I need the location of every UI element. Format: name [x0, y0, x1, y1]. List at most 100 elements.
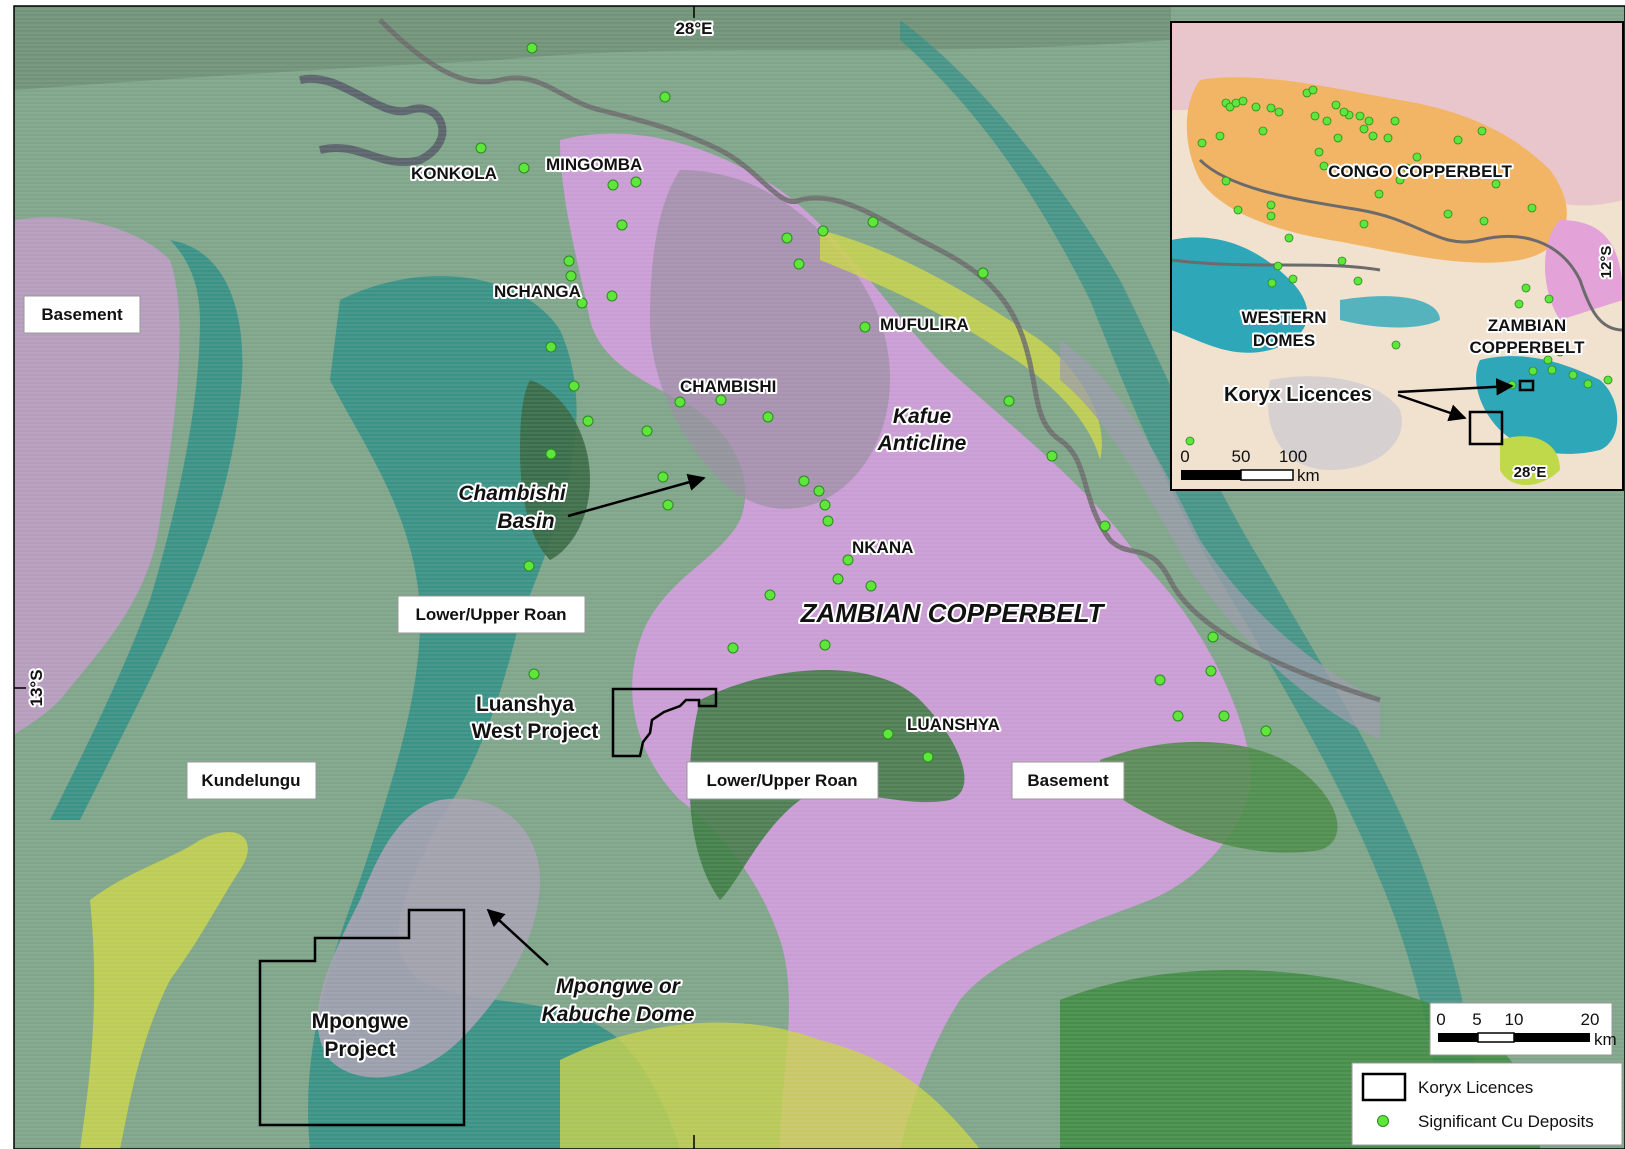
inset-cu-deposit-dot [1251, 102, 1261, 112]
inset-cu-deposit-dot [1528, 366, 1538, 376]
label-mufulira: MUFULIRA [880, 315, 969, 334]
label-mingomba: MINGOMBA [546, 155, 642, 174]
cu-deposit-dot [764, 589, 776, 601]
inset-cu-deposit-dot [1603, 375, 1613, 385]
inset-cu-deposit-dot [1547, 365, 1557, 375]
inset-cu-deposit-dot [1390, 116, 1400, 126]
inset-cu-deposit-dot [1288, 274, 1298, 284]
inset-cu-deposit-dot [1266, 200, 1276, 210]
chambishi-basin-arrow [567, 473, 706, 518]
inset-cu-deposit-dot [1359, 219, 1369, 229]
inset-cu-deposit-dot [1337, 256, 1347, 266]
inset-label-zambian-2: COPPERBELT [1470, 338, 1586, 357]
cu-deposit-dot [859, 321, 871, 333]
cu-deposit-dot [1260, 725, 1272, 737]
inset-cu-deposit-dot [1197, 138, 1207, 148]
label-mpongwe-dome-2: Kabuche Dome [542, 1003, 695, 1026]
label-konkola: KONKOLA [411, 164, 497, 183]
cu-deposit-dot [817, 225, 829, 237]
legend: Koryx Licences Significant Cu Deposits [1351, 1062, 1623, 1146]
inset-cu-deposit-dot [1364, 116, 1374, 126]
geology-box-labels: Basement Lower/Upper Roan Kundelungu Low… [23, 295, 1125, 800]
cu-deposit-dot [922, 751, 934, 763]
inset-cu-deposit-dot [1274, 107, 1284, 117]
cu-deposit-dot [662, 499, 674, 511]
inset-cu-deposit-dot [1391, 340, 1401, 350]
cu-deposit-dot [1218, 710, 1230, 722]
cu-deposit-dot [523, 560, 535, 572]
inset-cu-deposit-dot [1583, 379, 1593, 389]
label-zambian-copperbelt: ZAMBIAN COPPERBELT [800, 598, 1106, 628]
inset-cu-deposit-dot [1383, 133, 1393, 143]
label-nkana: NKANA [852, 538, 913, 557]
svg-text:Basement: Basement [41, 305, 123, 324]
cu-deposit-dot [793, 258, 805, 270]
box-basement-se: Basement [1011, 761, 1125, 800]
svg-text:km: km [1594, 1030, 1617, 1049]
legend-licence-label: Koryx Licences [1418, 1078, 1533, 1097]
cu-deposit-dot [674, 396, 686, 408]
cu-deposit-dot [1046, 450, 1058, 462]
inset-cu-deposit-dot [1568, 370, 1578, 380]
mpongwe-dome-arrow [486, 908, 549, 966]
inset-cu-deposit-dot [1479, 216, 1489, 226]
inset-cu-deposit-dot [1319, 161, 1329, 171]
inset-cu-deposit-dot [1322, 116, 1332, 126]
inset-cu-deposit-dot [1308, 85, 1318, 95]
inset-cu-deposit-dot [1221, 176, 1231, 186]
longitude-label: 28°E [675, 19, 712, 38]
cu-deposit-dot [715, 394, 727, 406]
svg-text:5: 5 [1472, 1010, 1481, 1029]
label-luanshya: LUANSHYA [907, 715, 1000, 734]
cu-deposit-dot [565, 270, 577, 282]
svg-text:km: km [1297, 466, 1320, 485]
label-mpongwe-dome-1: Mpongwe or [556, 975, 681, 998]
cu-deposit-dot [659, 91, 671, 103]
box-basement-nw: Basement [23, 295, 141, 334]
luanshya-west-licence [611, 687, 718, 758]
label-kafue-2: Anticline [877, 432, 967, 455]
inset-arrow-lower [1397, 393, 1467, 422]
cu-deposit-dot [1205, 665, 1217, 677]
cu-deposit-dot [616, 219, 628, 231]
label-chambishi-basin-1: Chambishi [458, 482, 567, 505]
inset-cu-deposit-dot [1355, 111, 1365, 121]
inset-scalebar: 0 50 100 km [1180, 447, 1319, 485]
label-mpongwe-project-1: Mpongwe [312, 1010, 409, 1033]
inset-map: CONGO COPPERBELT WESTERN DOMES ZAMBIAN C… [1170, 21, 1624, 491]
cu-deposit-dot [819, 639, 831, 651]
cu-deposit-dot [882, 728, 894, 740]
label-chambishi-basin-2: Basin [497, 510, 554, 533]
cu-deposit-dot [568, 380, 580, 392]
inset-cu-deposit-dot [1555, 347, 1565, 357]
inset-label-lat: 12°S [1598, 246, 1615, 279]
box-lower-upper-roan-1: Lower/Upper Roan [397, 595, 586, 634]
mpongwe-licence [258, 908, 466, 1127]
label-chambishi: CHAMBISHI [680, 377, 776, 396]
inset-cu-deposit-dot [1333, 133, 1343, 143]
cu-deposit-dot [727, 642, 739, 654]
cu-deposit-dot [865, 580, 877, 592]
deposit-labels: KONKOLA MINGOMBA NCHANGA MUFULIRA CHAMBI… [409, 153, 1002, 736]
cu-deposit-dot [630, 176, 642, 188]
graticule: 28°E 13°S [14, 6, 715, 1149]
cu-deposit-dot [781, 232, 793, 244]
inset-label-lon: 28°E [1514, 464, 1547, 481]
cu-deposit-dot [819, 499, 831, 511]
svg-text:0: 0 [1436, 1010, 1445, 1029]
svg-text:50: 50 [1232, 447, 1251, 466]
inset-cu-deposit-dot [1453, 135, 1463, 145]
cu-deposit-dot [842, 554, 854, 566]
inset-cu-deposit-dot [1544, 294, 1554, 304]
label-nchanga: NCHANGA [494, 282, 581, 301]
scalebar: 0 5 10 20 km [1429, 1002, 1617, 1056]
box-kundelungu: Kundelungu [186, 761, 317, 800]
cu-deposit-dot [657, 471, 669, 483]
label-luanshya-west-2: West Project [472, 720, 599, 743]
inset-cu-deposit-dot [1374, 189, 1384, 199]
cu-deposit-dot [606, 290, 618, 302]
svg-text:Basement: Basement [1027, 771, 1109, 790]
inset-label-koryx: Koryx Licences [1224, 384, 1372, 406]
inset-cu-deposit-dot [1284, 233, 1294, 243]
inset-cu-deposit-dot [1339, 107, 1349, 117]
